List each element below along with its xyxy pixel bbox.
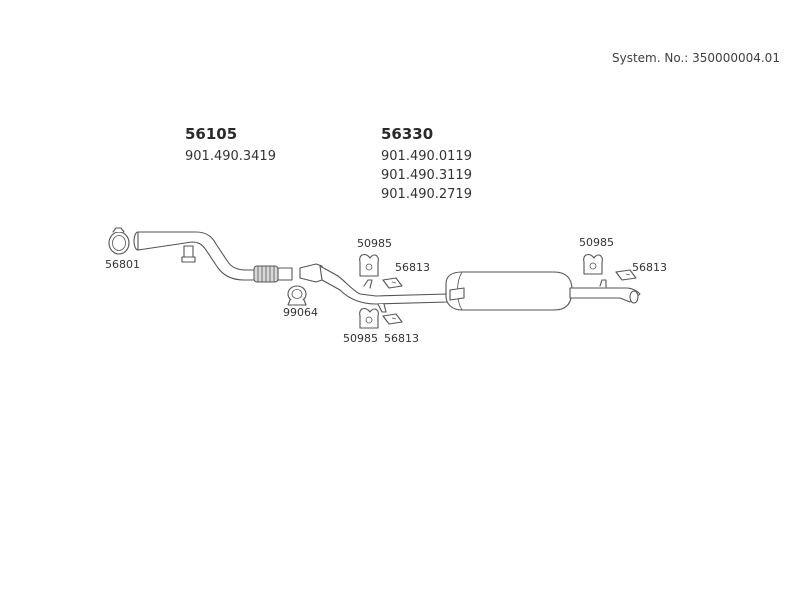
- label-99064: 99064: [283, 306, 318, 319]
- front-clamp-icon: [108, 227, 130, 255]
- assembly-56105-ref-1: 901.490.3419: [185, 149, 276, 164]
- label-50985-right: 50985: [579, 236, 614, 249]
- label-56813-upper-left: 56813: [395, 261, 430, 274]
- assembly-56330-ref-3: 901.490.2719: [381, 187, 472, 202]
- assembly-56330-id: 56330: [381, 125, 433, 143]
- rear-section-icon: [299, 263, 641, 313]
- bracket-upper-left-icon: [382, 277, 403, 289]
- system-number: System. No.: 350000004.01: [612, 51, 780, 65]
- assembly-56330-ref-2: 901.490.3119: [381, 168, 472, 183]
- label-56813-lower-left: 56813: [384, 332, 419, 345]
- mid-clamp-icon: [287, 285, 307, 306]
- hanger-lower-left-icon: [359, 307, 379, 329]
- label-50985-upper-left: 50985: [357, 237, 392, 250]
- label-56801: 56801: [105, 258, 140, 271]
- label-56813-right: 56813: [632, 261, 667, 274]
- bracket-right-icon: [615, 269, 637, 281]
- front-pipe-icon: [133, 231, 293, 283]
- hanger-right-icon: [583, 253, 603, 275]
- assembly-56105-id: 56105: [185, 125, 237, 143]
- hanger-upper-left-icon: [359, 253, 379, 277]
- label-50985-lower-left: 50985: [343, 332, 378, 345]
- assembly-56330-ref-1: 901.490.0119: [381, 149, 472, 164]
- bracket-lower-left-icon: [382, 313, 403, 325]
